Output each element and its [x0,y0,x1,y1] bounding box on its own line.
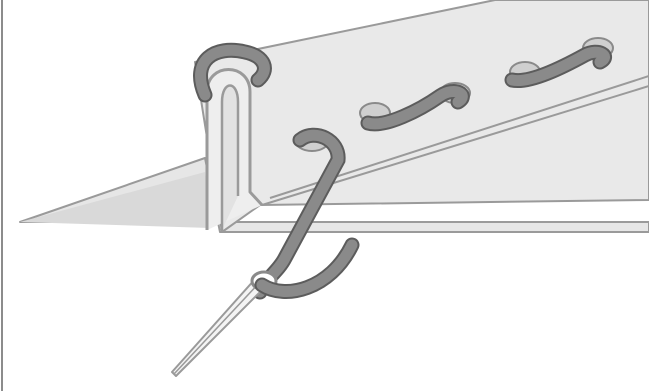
upper-fabric-panel [195,0,649,232]
lower-fabric-shadow [20,172,210,228]
needle-groove [174,282,260,374]
